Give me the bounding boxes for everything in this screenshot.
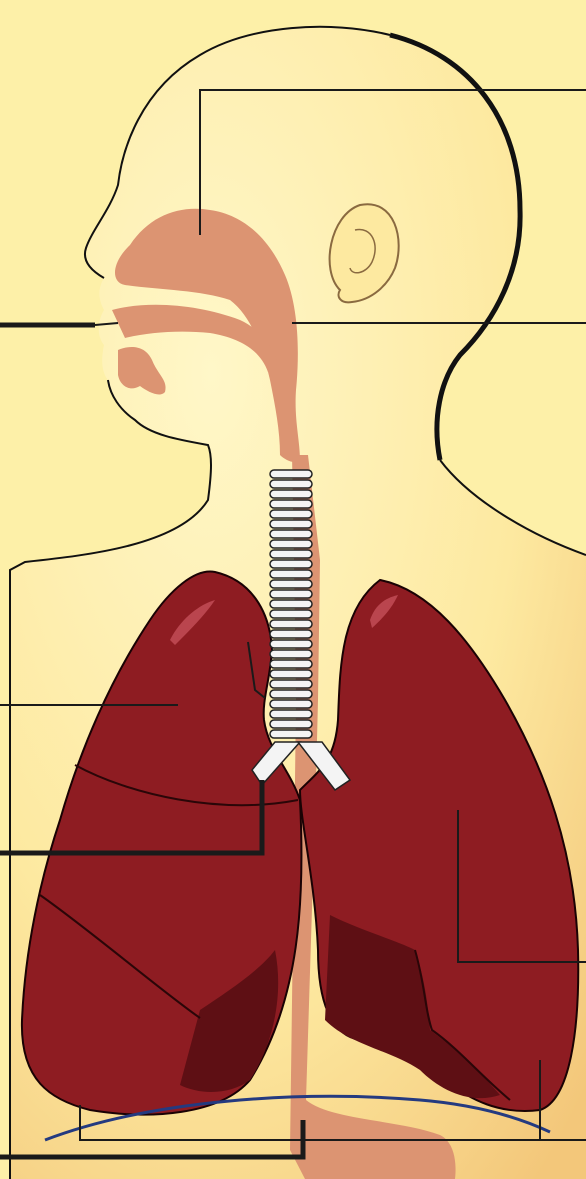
trachea-ring — [270, 540, 312, 548]
trachea-ring — [270, 520, 312, 528]
trachea-ring — [270, 590, 312, 598]
trachea-ring — [270, 600, 312, 608]
trachea-ring — [270, 480, 312, 488]
trachea-ring — [270, 550, 312, 558]
trachea-ring — [270, 490, 312, 498]
trachea-ring — [270, 680, 312, 688]
trachea-ring — [270, 670, 312, 678]
trachea-ring — [270, 630, 312, 638]
trachea-ring — [270, 700, 312, 708]
trachea-ring — [270, 530, 312, 538]
trachea-ring — [270, 640, 312, 648]
trachea-ring — [270, 690, 312, 698]
trachea-ring — [270, 710, 312, 718]
trachea-ring — [270, 500, 312, 508]
trachea-ring — [270, 510, 312, 518]
trachea-ring — [270, 650, 312, 658]
trachea-ring — [270, 620, 312, 628]
trachea-ring — [270, 560, 312, 568]
trachea-ring — [270, 720, 312, 728]
trachea-ring — [270, 570, 312, 578]
trachea-ring — [270, 730, 312, 738]
trachea-ring — [270, 610, 312, 618]
trachea-ring — [270, 470, 312, 478]
trachea-ring — [270, 580, 312, 588]
trachea-ring — [270, 660, 312, 668]
